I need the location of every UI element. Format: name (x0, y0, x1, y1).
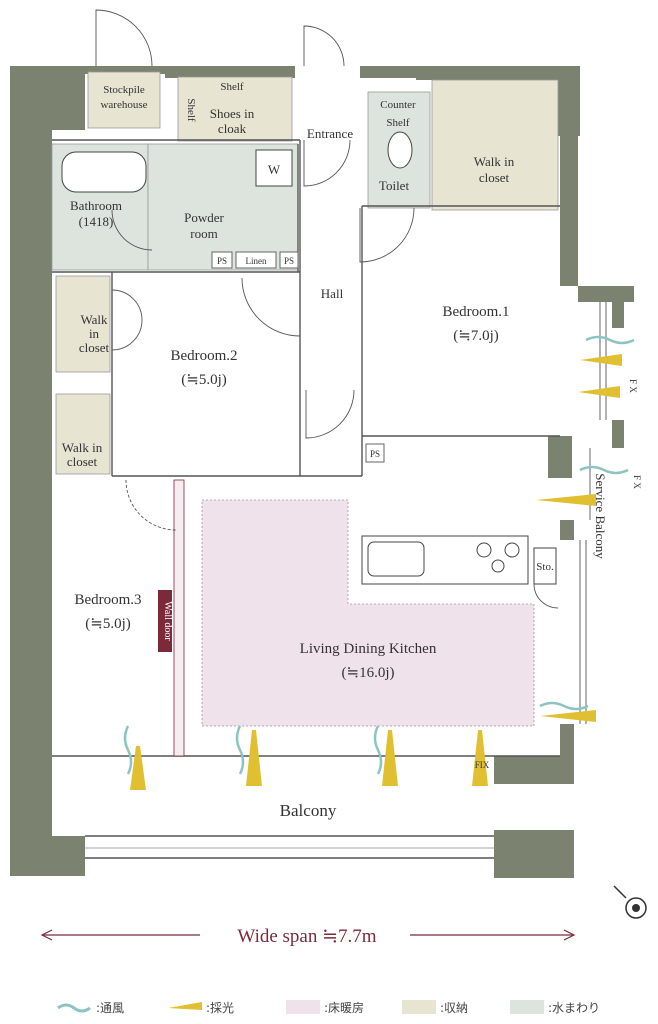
stockpile-label-2: warehouse (100, 99, 147, 111)
walkin-top-label-2: closet (479, 170, 510, 185)
washer-label: W (268, 162, 281, 177)
legend: :通風 :採光 :床暖房 :収納 :水まわり (57, 1000, 600, 1015)
ps-label-3: PS (370, 449, 380, 459)
legend-swatch (402, 1000, 436, 1014)
service-balcony-label: Service Balcony (593, 473, 608, 559)
toilet-label: Toilet (379, 178, 410, 193)
hall-label: Hall (321, 286, 344, 301)
legend-swatch (510, 1000, 544, 1014)
fx-label-1: F X (628, 379, 638, 393)
fx-label-2: F X (632, 475, 642, 489)
ps-box-2 (279, 251, 299, 269)
legend-label: :収納 (440, 1001, 468, 1015)
walkin-low-label-1: Walk in (62, 440, 103, 455)
exterior-walls (10, 66, 634, 878)
linen-label: Linen (246, 256, 267, 266)
legend-swatch (286, 1000, 320, 1014)
bedroom1-area: (≒7.0j) (453, 328, 498, 344)
kitchen-counter (361, 535, 557, 585)
legend-label: :通風 (96, 1001, 124, 1015)
shelf-top-label: Shelf (220, 81, 244, 93)
legend-wave-icon (57, 1003, 91, 1013)
bathroom-label-2: (1418) (79, 214, 114, 229)
toilet-bowl (387, 131, 413, 169)
walkin-low-label-2: closet (67, 454, 98, 469)
entrance-label: Entrance (307, 126, 353, 141)
legend-ray-icon (168, 1002, 202, 1010)
ldk-area: (≒16.0j) (342, 665, 395, 681)
shelf-toilet-label: Shelf (386, 117, 410, 129)
bedroom3-area: (≒5.0j) (85, 616, 130, 632)
ventilation-markers (123, 335, 635, 775)
bedroom2-label: Bedroom.2 (170, 348, 237, 364)
powder-label-2: room (190, 226, 217, 241)
counter-label: Counter (380, 99, 416, 111)
floor-heating-area (201, 499, 535, 727)
washer-space (255, 149, 293, 187)
ps-box-1 (211, 251, 233, 269)
shoes-label-2: cloak (218, 121, 247, 136)
ps-box-3 (365, 443, 385, 463)
balcony-label: Balcony (280, 801, 337, 820)
storage-label: Sto. (536, 561, 554, 573)
bathtub (61, 151, 147, 193)
ps-label-1: PS (217, 256, 227, 266)
bedroom2-area: (≒5.0j) (181, 372, 226, 388)
walkin-left-label-2: in (89, 326, 100, 341)
legend-label: :水まわり (548, 1001, 600, 1015)
storage-areas (55, 71, 559, 475)
compass-icon (613, 885, 647, 919)
fix-label: FIX (475, 760, 490, 770)
wall-door-badge (158, 590, 172, 652)
legend-label: :床暖房 (324, 1000, 364, 1015)
wall-door-track (173, 479, 185, 757)
ps-label-2: PS (284, 256, 294, 266)
walkin-left-label-1: Walk (80, 312, 108, 327)
walkin-top-label-1: Walk in (474, 154, 515, 169)
ldk-label: Living Dining Kitchen (300, 641, 437, 657)
bedroom3-label: Bedroom.3 (74, 592, 141, 608)
powder-label-1: Powder (184, 210, 224, 225)
bathroom-label-1: Bathroom (70, 198, 122, 213)
shoes-label-1: Shoes in (210, 106, 255, 121)
linen-box (235, 251, 277, 269)
daylight-markers (130, 354, 622, 790)
door-swings (95, 9, 559, 609)
room-labels: Stockpile warehouse Shelf Shelf Shoes in… (62, 81, 642, 820)
shelf-side-label: Shelf (185, 98, 197, 122)
wide-span-label: Wide span ≒7.7m (237, 926, 376, 947)
wall-door-label: Wall door (162, 601, 173, 641)
stockpile-label-1: Stockpile (103, 84, 145, 96)
bedroom1-label: Bedroom.1 (442, 304, 509, 320)
walkin-left-label-3: closet (79, 340, 110, 355)
legend-label: :採光 (206, 1001, 234, 1015)
dimension-line (40, 929, 576, 941)
